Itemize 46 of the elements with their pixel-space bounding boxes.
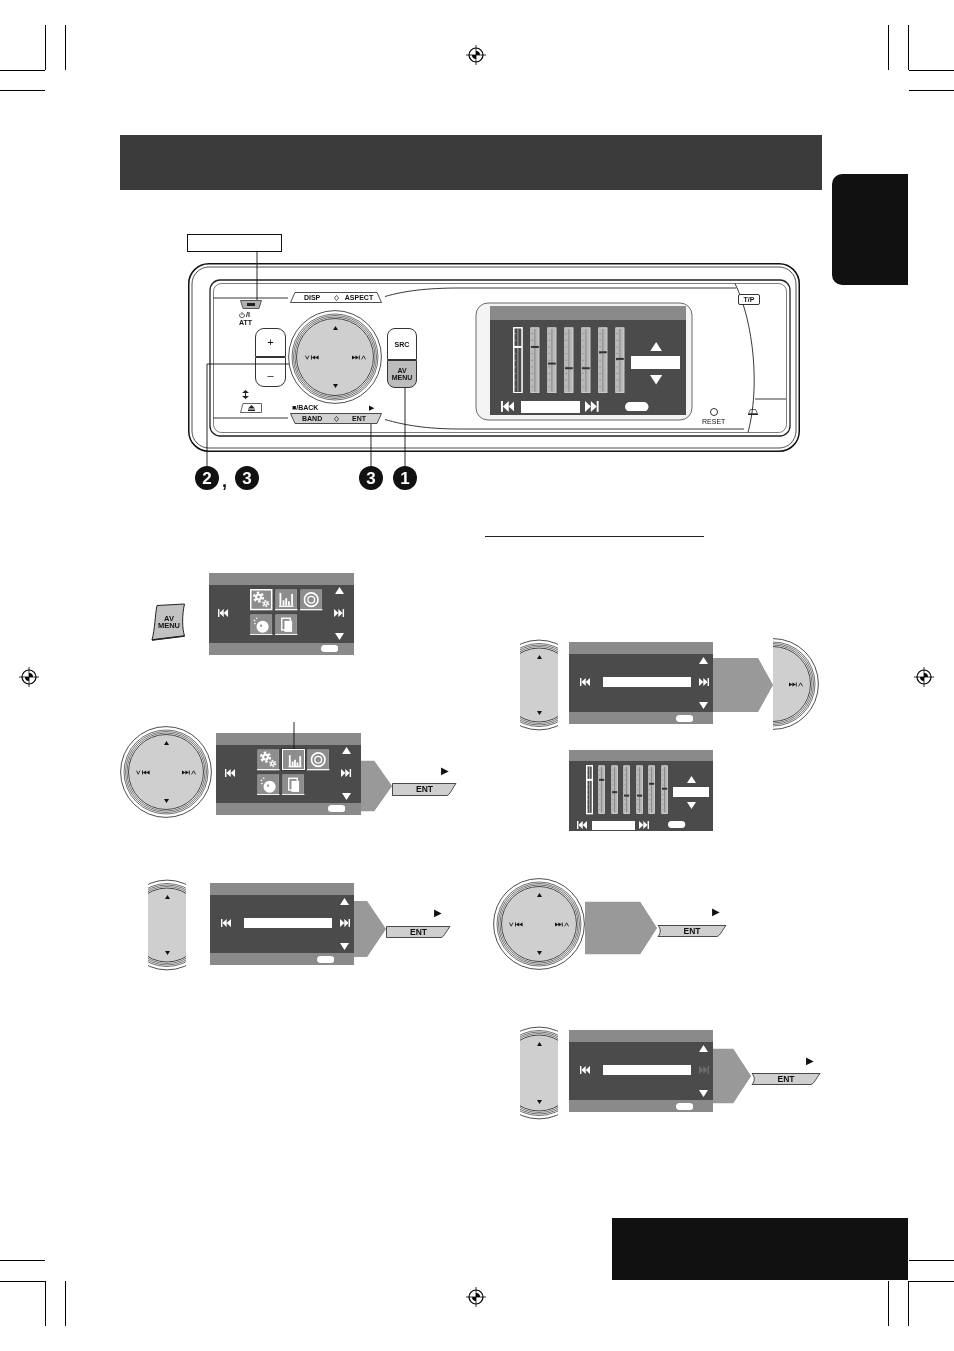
leader-line (404, 387, 406, 467)
menu-screen (209, 573, 354, 655)
section-tab (832, 174, 908, 285)
list-screen (569, 642, 713, 724)
minus-button: – (255, 357, 286, 387)
plus-button: + (255, 328, 286, 357)
eject-button (240, 403, 262, 413)
block-arrow (585, 901, 657, 955)
eq-screen (569, 750, 713, 831)
play-symbol: ▶ (434, 908, 442, 918)
dial-half (773, 638, 821, 730)
play-symbol: ▶ (712, 907, 720, 917)
control-dial (288, 310, 382, 404)
ent-key: ENT (751, 1073, 821, 1085)
button-strip (290, 292, 382, 303)
play-symbol: ▶ (806, 1056, 814, 1066)
callout-number: 3 (359, 466, 383, 490)
callout-number: 1 (393, 466, 417, 490)
leader-line (256, 251, 258, 301)
comma-separator: , (222, 472, 227, 490)
label-box (187, 234, 282, 252)
footer-block (612, 1218, 908, 1280)
block-arrow (713, 1048, 751, 1104)
ent-key: ENT (386, 926, 451, 938)
block-arrow (713, 657, 773, 712)
leader-line (370, 423, 372, 467)
list-screen (569, 1030, 713, 1112)
play-symbol: ▶ (441, 766, 449, 776)
button-strip (290, 413, 382, 424)
header-band (120, 135, 822, 190)
block-arrow (354, 901, 386, 957)
car-stereo-faceplate (188, 263, 800, 452)
ent-key: ENT (657, 925, 727, 937)
power-button (240, 300, 262, 309)
callout-number: 2 (195, 466, 219, 490)
menu-screen (216, 733, 361, 815)
ent-key: ENT (392, 783, 457, 796)
control-dial (120, 726, 212, 818)
dial-segment (148, 879, 186, 971)
control-dial (493, 878, 585, 970)
callout-number: 3 (235, 466, 259, 490)
eq-screen (490, 306, 686, 415)
reset-hole (710, 408, 718, 416)
leader-line (293, 721, 295, 750)
block-arrow (361, 760, 392, 812)
list-screen (210, 883, 354, 965)
